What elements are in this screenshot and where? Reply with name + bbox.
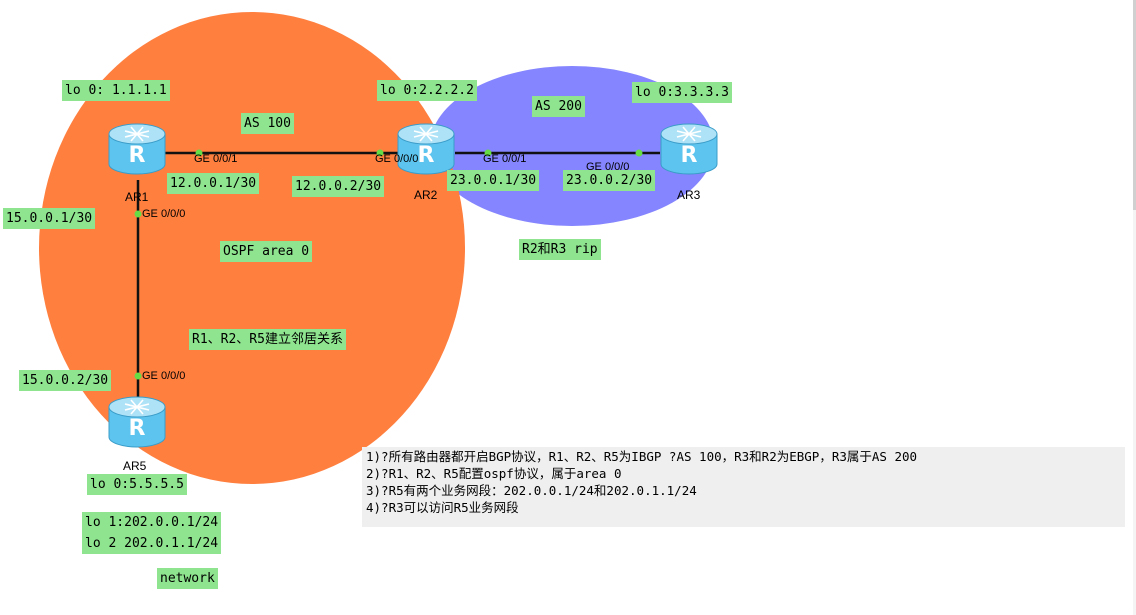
router-ar5-icon[interactable]: R [108, 396, 166, 448]
port-dot-ar1-g1 [195, 149, 203, 157]
neighbors-label: R1、R2、R5建立邻居关系 [189, 329, 346, 350]
port-label-ar2-g0: GE 0/0/0 [375, 153, 419, 165]
port-dot-ar2-g1 [484, 149, 492, 157]
ip-ar2-g1-label: 23.0.0.1/30 [447, 170, 540, 191]
scrollbar-thumb[interactable] [1133, 0, 1136, 210]
svg-text:R: R [129, 143, 146, 168]
router-ar2-icon[interactable]: R [397, 123, 455, 175]
network-label: network [157, 568, 218, 589]
note-line-4: 4)?R3可以访问R5业务网段 [366, 500, 519, 515]
note-line-3: 3)?R5有两个业务网段：202.0.0.1/24和202.0.1.1/24 [366, 483, 697, 498]
port-dot-ar3-g0 [635, 149, 643, 157]
ip-ar1-g1-label: 12.0.0.1/30 [167, 173, 260, 194]
loopback-ar3-label: lo 0:3.3.3.3 [632, 82, 732, 103]
as100-label: AS 100 [241, 113, 294, 134]
port-label-ar1-g1: GE 0/0/1 [194, 153, 238, 165]
router-name-ar2: AR2 [414, 188, 438, 202]
port-dot-ar2-g0 [376, 149, 384, 157]
svg-text:R: R [129, 416, 146, 441]
router-ar1-icon[interactable]: R [108, 123, 166, 175]
ip-ar3-g0-label: 23.0.0.2/30 [563, 170, 656, 191]
loopback1-ar5-label: lo 1:202.0.0.1/24 [82, 512, 222, 533]
port-label-ar5-g0: GE 0/0/0 [142, 370, 186, 382]
ospf-area-label: OSPF area 0 [220, 241, 313, 262]
port-label-ar2-g1: GE 0/0/1 [483, 153, 527, 165]
ip-ar2-g0-label: 12.0.0.2/30 [292, 176, 385, 197]
router-name-ar5: AR5 [123, 459, 147, 473]
note-line-1: 1)?所有路由器都开启BGP协议，R1、R2、R5为IBGP ?AS 100，R… [366, 449, 918, 464]
loopback-ar2-label: lo 0:2.2.2.2 [377, 80, 477, 101]
loopback2-ar5-label: lo 2 202.0.1.1/24 [82, 533, 222, 554]
port-dot-ar5-g0 [134, 372, 142, 380]
router-name-ar1: AR1 [125, 190, 149, 204]
svg-text:R: R [681, 143, 698, 168]
loopback-ar1-label: lo 0: 1.1.1.1 [62, 80, 170, 101]
router-name-ar3: AR3 [677, 188, 701, 202]
port-label-ar1-g0: GE 0/0/0 [142, 208, 186, 220]
note-line-2: 2)?R1、R2、R5配置ospf协议，属于area 0 [366, 466, 622, 481]
requirements-note: 1)?所有路由器都开启BGP协议，R1、R2、R5为IBGP ?AS 100，R… [362, 447, 1125, 527]
ip-ar1-g0-label: 15.0.0.1/30 [3, 208, 96, 229]
port-dot-ar1-g0 [134, 210, 142, 218]
rip-label: R2和R3 rip [519, 239, 601, 260]
ip-ar5-g0-label: 15.0.0.2/30 [19, 370, 112, 391]
scrollbar-track[interactable] [1133, 0, 1136, 615]
svg-text:R: R [418, 143, 435, 168]
as200-label: AS 200 [532, 96, 585, 117]
loopback0-ar5-label: lo 0:5.5.5.5 [87, 474, 187, 495]
router-ar3-icon[interactable]: R [660, 123, 718, 175]
